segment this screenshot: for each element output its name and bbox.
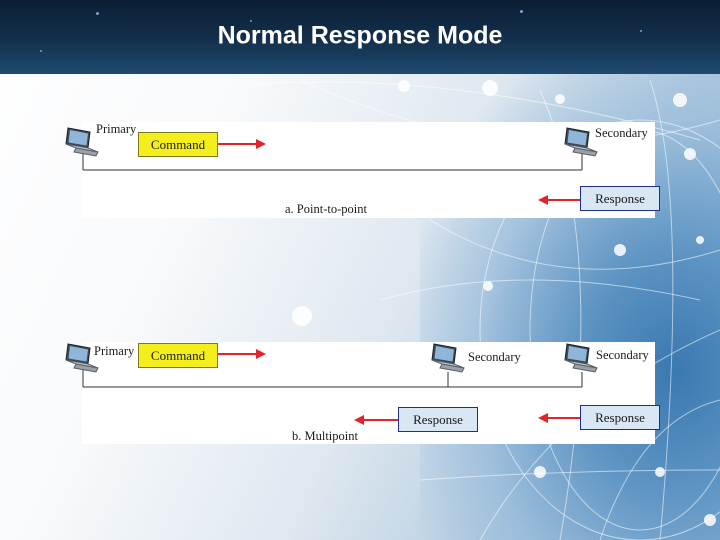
title-bar-sparkle	[40, 50, 42, 52]
diagram-point-to-point: Primary Command Secondary Response a. Po…	[82, 122, 660, 218]
laptop-icon	[64, 126, 100, 160]
secondary-label: Secondary	[595, 126, 648, 140]
secondary-2-label: Secondary	[596, 348, 649, 362]
laptop-icon	[563, 342, 599, 376]
laptop-icon	[64, 342, 100, 376]
link-line	[82, 370, 583, 388]
command-box: Command	[138, 132, 218, 157]
title-bar-sparkle	[640, 30, 642, 32]
command-box: Command	[138, 343, 218, 368]
secondary-1-label: Secondary	[468, 350, 521, 364]
primary-label: Primary	[96, 122, 137, 136]
response-box-1: Response	[398, 407, 478, 432]
response-box-2: Response	[580, 405, 660, 430]
title-bar: Normal Response Mode	[0, 0, 720, 74]
laptop-icon	[563, 126, 599, 160]
slide-title: Normal Response Mode	[217, 21, 503, 50]
arrow-icon	[538, 413, 582, 423]
caption-multipoint: b. Multipoint	[292, 429, 358, 443]
arrow-icon	[354, 415, 398, 425]
primary-label: Primary	[94, 344, 135, 358]
diagram-multipoint: Primary Command Secondary Secondary Resp…	[82, 342, 660, 444]
arrow-icon	[218, 349, 266, 359]
title-bar-sparkle	[96, 12, 99, 15]
response-box: Response	[580, 186, 660, 211]
title-bar-sparkle	[520, 10, 523, 13]
arrow-icon	[538, 195, 582, 205]
caption-point-to-point: a. Point-to-point	[285, 202, 367, 216]
arrow-icon	[218, 139, 266, 149]
title-bar-sparkle	[250, 20, 252, 22]
laptop-icon	[430, 342, 466, 376]
